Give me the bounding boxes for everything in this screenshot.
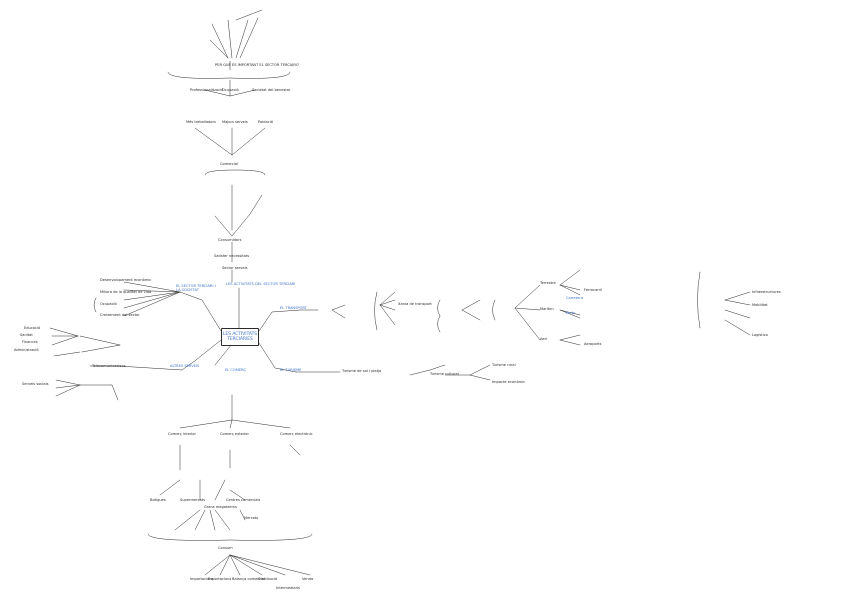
commerce-format-4: Centres comercials	[226, 498, 261, 502]
left-item-1: Desenvolupament econòmic	[100, 278, 152, 282]
branch-nord[interactable]: LES ACTIVITATS DEL SECTOR TERCIARI	[226, 282, 296, 286]
branch-nord-oest[interactable]: EL SECTOR TERCIARI I LA SOCIETAT	[176, 284, 216, 293]
transport-brace-2	[437, 299, 441, 333]
commerce-bottom-4: Distribució	[258, 577, 278, 581]
top-brace-2	[204, 169, 266, 176]
transport-lines-2	[461, 299, 481, 321]
tourism-item-4: Impacte econòmic	[492, 380, 526, 384]
top-chain-2: Consumidors	[218, 238, 242, 242]
far-right-3: Logística	[752, 333, 768, 337]
transport-mode-3: Aeri	[540, 337, 548, 341]
tourism-item-2: Turisme cultural	[430, 372, 459, 376]
top-second-lines	[204, 79, 256, 97]
top-chain-4: Sector serveis	[222, 266, 248, 270]
transport-brace-3	[492, 299, 496, 321]
transport-sub-2: Ferrocarril	[584, 288, 603, 292]
branch-sud-est[interactable]: EL TURISME	[280, 368, 302, 372]
commerce-format-3: Grans magatzems	[204, 505, 237, 509]
transport-lines	[379, 291, 396, 326]
left-bottom-lines	[55, 379, 119, 401]
top-question: PER QUÈ ÉS IMPORTANT EL SECTOR TERCIARI?	[215, 63, 299, 67]
commerce-split	[179, 394, 291, 429]
commerce-format-5: Mercats	[244, 516, 259, 520]
top-chain-3: Satisfer necessitats	[214, 254, 250, 258]
far-right-lines	[724, 291, 751, 336]
top-cause-1: Professionalització	[190, 88, 224, 92]
top-tree-lines	[209, 9, 263, 59]
service-3: Finances	[22, 340, 38, 344]
service-5: Telecomunicacions	[92, 364, 126, 368]
commerce-format-2: Supermercats	[180, 498, 206, 502]
transport-start	[299, 304, 346, 319]
line-oest	[181, 339, 222, 371]
line-sud	[214, 343, 233, 366]
top-cause-l2-2: Majors serveis	[222, 120, 248, 124]
transport-mode-2: Marítim	[540, 307, 554, 311]
transport-sub-4: Aeroports	[584, 342, 602, 346]
commerce-lower	[159, 479, 246, 501]
commerce-bottom-3: Balança comercial	[232, 577, 265, 581]
central-topic[interactable]: LES ACTIVITATS TERCIÀRIES	[221, 328, 259, 346]
left-item-4: Creixement del sector	[100, 313, 140, 317]
transport-brace-1	[374, 291, 378, 331]
transport-sub-1: Carretera	[566, 296, 584, 300]
tourism-lines	[295, 364, 491, 381]
commerce-fan	[204, 554, 311, 576]
top-cause-l2-1: Més treballadors	[186, 120, 216, 124]
service-4: Administració	[14, 348, 39, 352]
left-item-2: Millora de la qualitat de vida	[100, 290, 152, 294]
line-nord-oest	[179, 291, 222, 332]
transport-sub-3: Ports	[566, 311, 575, 315]
service-6: Serveis socials	[22, 382, 49, 386]
top-cause-2: Ocupació	[222, 88, 239, 92]
left-brace	[93, 297, 97, 313]
tourism-item-1: Turisme de sol i platja	[342, 369, 382, 373]
transport-sub	[559, 269, 581, 346]
commerce-bottom-5: Intermediaris	[276, 586, 300, 590]
branch-est[interactable]: EL TRANSPORT	[280, 306, 307, 310]
far-right-brace	[697, 271, 701, 329]
service-2: Sanitat	[20, 333, 33, 337]
commerce-bottom	[174, 509, 246, 531]
far-right-1: Infraestructures	[752, 290, 781, 294]
commerce-format-1: Botigues	[150, 498, 166, 502]
vertical-stem	[214, 184, 263, 237]
transport-mode-1: Terrestre	[540, 281, 556, 285]
commerce-brace	[147, 533, 313, 541]
top-brace	[167, 71, 291, 79]
commerce-type-3: Comerç electrònic	[280, 432, 313, 436]
commerce-bottom-2: Exportacions	[208, 577, 232, 581]
service-1: Educació	[24, 326, 41, 330]
commerce-lines	[179, 444, 301, 471]
top-cause-l2-3: Població	[258, 120, 273, 124]
branch-oest[interactable]: ALTRES SERVEIS	[170, 364, 200, 368]
tourism-item-3: Turisme rural	[492, 363, 516, 367]
branch-sud[interactable]: EL COMERÇ	[225, 368, 246, 372]
left-upper-lines	[123, 281, 181, 317]
left-mid-lines	[49, 327, 121, 357]
commerce-bottom-1: Importacions	[190, 577, 214, 581]
top-third-lines	[194, 127, 266, 156]
transport-modes	[514, 284, 541, 341]
commerce-summary: Consum	[218, 546, 233, 550]
top-chain-1: Comercial	[220, 162, 238, 166]
far-right-2: Mobilitat	[752, 303, 768, 307]
commerce-type-1: Comerç interior	[168, 432, 196, 436]
transport-network: Xarxa de transport	[398, 302, 432, 306]
commerce-type-2: Comerç exterior	[220, 432, 249, 436]
top-cause-3: Societat del benestar	[252, 88, 291, 92]
line-sud-est	[256, 339, 297, 373]
left-lower-line	[89, 365, 183, 371]
left-item-3: Ocupació	[100, 302, 117, 306]
line-est	[256, 309, 301, 335]
commerce-bottom-6: Venda	[302, 577, 314, 581]
